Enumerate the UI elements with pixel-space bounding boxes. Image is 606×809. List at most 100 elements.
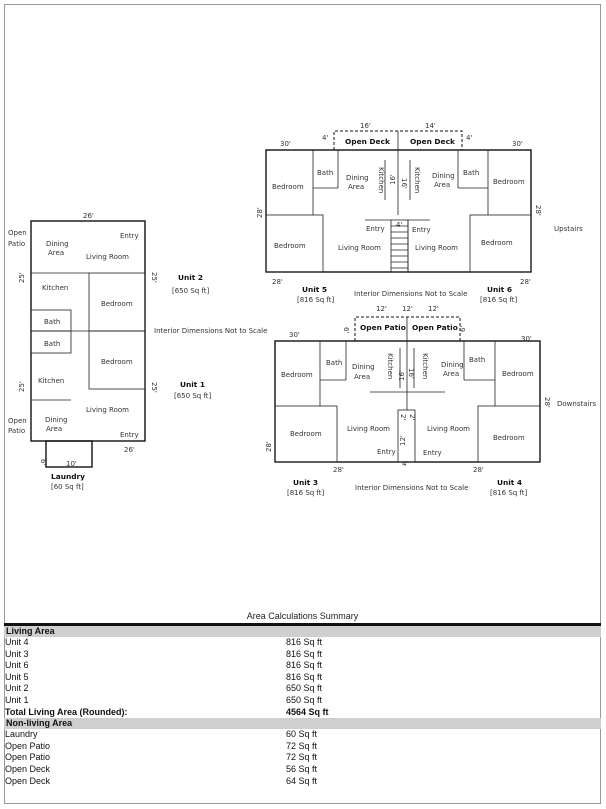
row-name: Open Patio [5, 740, 51, 751]
lower-entry-r: Entry [423, 449, 442, 457]
row-value: 650 Sq ft [286, 683, 323, 694]
label-line: Dining [45, 416, 68, 424]
upper-open-deck-1: Open Deck [345, 137, 391, 146]
left-living-bottom: Living Room [86, 406, 129, 414]
row-name: Unit 1 [5, 694, 29, 705]
left-dim-25-bottom-left: 25' [18, 381, 26, 392]
row-value: 72 Sq ft [286, 740, 318, 751]
lower-dim-30-right: 30' [521, 335, 532, 343]
label-line: Dining [432, 172, 455, 180]
label-line: Dining [46, 240, 69, 248]
lower-patio-outline [354, 316, 461, 341]
left-dim-25-top-right: 25' [150, 272, 158, 283]
unit6-label: Unit 6 [487, 285, 512, 294]
lower-outer-wall [274, 340, 541, 463]
left-kitchen-bottom: Kitchen [38, 377, 64, 385]
unit4-area: [816 Sq ft] [490, 489, 528, 497]
row-name: Laundry [5, 729, 38, 740]
row-value: 650 Sq ft [286, 694, 323, 705]
left-bedroom-top: Bedroom [101, 300, 133, 308]
left-note: Interior Dimensions Not to Scale [154, 327, 267, 335]
lower-patio-h-left: 6' [342, 327, 350, 333]
unit1-label: Unit 1 [180, 380, 205, 389]
total-value: 4564 Sq ft [286, 706, 329, 717]
upper-deck1-width: 16' [360, 122, 371, 130]
upper-dim-28-right: 28' [534, 205, 542, 216]
lower-bedroom-br-wall [477, 405, 541, 463]
upper-kitchen-r: Kitchen [413, 167, 421, 193]
left-bath-1: Bath [44, 318, 60, 326]
lower-dim-16-mid-right: 16' [407, 368, 415, 379]
row-value: 72 Sq ft [286, 752, 318, 763]
row-name: Open Deck [5, 775, 51, 786]
upper-bedroom-tr: Bedroom [493, 178, 525, 186]
table-row: Open Patio 72 Sq ft [4, 741, 601, 753]
upper-dim-28-left: 28' [256, 207, 264, 218]
upper-kitchen-l: Kitchen [377, 167, 385, 193]
upper-entry-l: Entry [366, 225, 385, 233]
upper-bedroom-bl: Bedroom [274, 242, 306, 250]
row-value: 64 Sq ft [286, 775, 318, 786]
row-name: Unit 5 [5, 671, 29, 682]
left-building [30, 220, 146, 468]
total-label: Total Living Area (Rounded): [5, 706, 128, 717]
row-name: Unit 2 [5, 683, 29, 694]
lower-open-patio-2: Open Patio [412, 323, 458, 332]
label-line: Dining [441, 361, 464, 369]
label-line: Area [348, 183, 364, 191]
lower-dim-28-left: 28' [265, 441, 273, 452]
upper-deck-h-right: 4' [466, 134, 472, 142]
lower-bedroom-bl-wall [274, 405, 338, 463]
unit3-area: [816 Sq ft] [287, 489, 325, 497]
upper-deck-h-left: 4' [322, 134, 328, 142]
lower-patio-mid-dim: 12' [402, 305, 413, 313]
lower-dim-28-bottom-right: 28' [473, 466, 484, 474]
label-line: Area [434, 181, 450, 189]
laundry-height-dim: 6' [39, 459, 47, 465]
left-bath-bottom-wall [30, 330, 72, 354]
lower-bath-r: Bath [469, 356, 485, 364]
page-frame [4, 4, 601, 804]
lower-dim-16-mid-left: 16' [398, 370, 406, 381]
upper-building [265, 130, 532, 273]
row-value: 56 Sq ft [286, 763, 318, 774]
lower-living-l: Living Room [347, 425, 390, 433]
lower-dim-2-a: 2' [399, 414, 407, 420]
row-value: 816 Sq ft [286, 671, 323, 682]
upper-bedroom-br: Bedroom [481, 239, 513, 247]
lower-bath-l: Bath [326, 359, 342, 367]
label-line: Dining [346, 174, 369, 182]
label-line: Area [354, 373, 370, 381]
upper-dim-4-stair: 4' [396, 221, 402, 229]
row-value: 816 Sq ft [286, 660, 323, 671]
lower-patio-h-right: 6' [459, 326, 467, 332]
left-entry-bottom: Entry [120, 431, 139, 439]
laundry-width-dim: 10' [66, 460, 77, 468]
lower-entry-l: Entry [377, 448, 396, 456]
row-value: 816 Sq ft [286, 637, 323, 647]
left-dim-25-bottom-right: 25' [150, 382, 158, 393]
lower-bedroom-tl: Bedroom [281, 371, 313, 379]
total-row: Total Living Area (Rounded): 4564 Sq ft [4, 707, 601, 719]
upper-bedroom-tl: Bedroom [272, 183, 304, 191]
upper-bedroom-bl-wall [265, 214, 324, 273]
upper-dim-28-bottom-left: 28' [272, 278, 283, 286]
area-summary: Area Calculations Summary Living Area Un… [4, 609, 601, 787]
label-line: Open [8, 229, 27, 237]
lower-patio2-width: 12' [428, 305, 439, 313]
lower-dim-30-left: 30' [289, 331, 300, 339]
lower-dim-28-right: 28' [543, 397, 551, 408]
unit1-area: [650 Sq ft] [174, 392, 212, 400]
